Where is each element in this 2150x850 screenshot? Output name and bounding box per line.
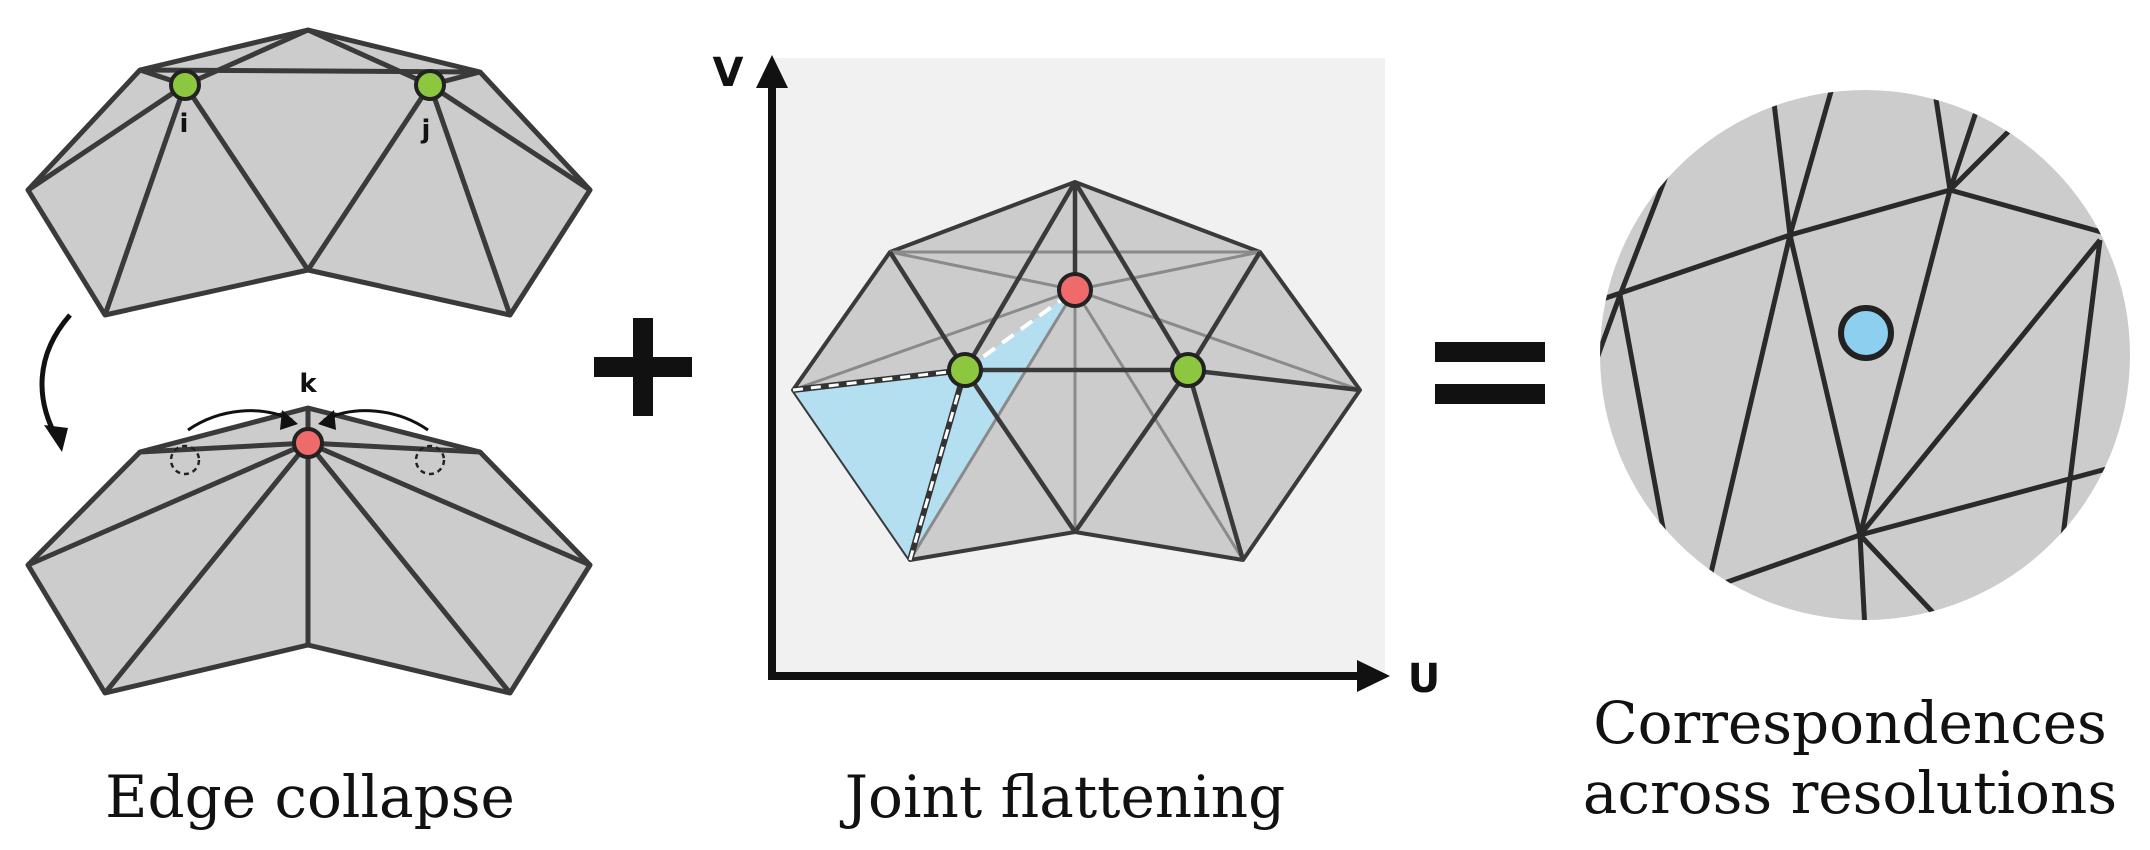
vertex-k-label: k [299,369,317,399]
caption-edge-collapse: Edge collapse [105,763,515,831]
flattened-mesh-edges [888,180,1361,561]
old-vertex-j-ghost [414,444,446,476]
vertex-k [292,427,324,459]
u-axis-arrow-icon [1357,660,1390,692]
caption-line-2: across resolutions [1582,759,2118,827]
caption-joint-flattening: Joint flattening [844,763,1286,831]
vertex-i-label: i [180,109,189,139]
vertex-j-label: j [421,115,431,145]
correspondence-point [1838,305,1894,361]
plus-sign [594,318,692,416]
dashed-cut-edges [792,288,1077,561]
mesh-before-collapse [25,27,593,318]
old-vertex-i-ghost [169,444,201,476]
v-axis-label: V [713,50,744,96]
merge-arrow-left-head-icon [280,410,298,430]
caption-line-1: Correspondences [1593,689,2107,757]
flattened-vertex-j [1170,352,1206,388]
mesh-after-collapse [25,405,593,696]
flattened-vertex-k [1057,272,1093,308]
flattened-vertex-i [947,352,983,388]
collapse-arrow-head-icon [44,425,68,452]
equals-sign [1435,342,1545,404]
caption-correspondences: Correspondences across resolutions [1570,688,2130,828]
merge-arrow-right-head-icon [318,410,336,430]
vertex-j [414,69,446,101]
vertex-i [169,69,201,101]
highlighted-region [793,290,1075,560]
v-axis-arrow-icon [756,55,788,88]
collapse-arrow [39,313,72,442]
u-axis-label: U [1408,656,1440,702]
